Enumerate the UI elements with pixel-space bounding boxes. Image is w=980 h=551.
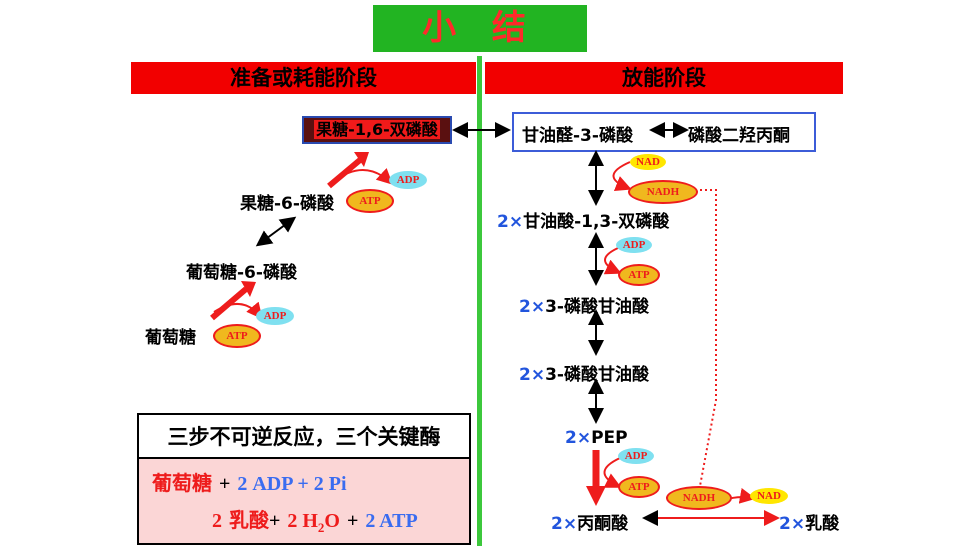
pyruvate-label: 丙酮酸 xyxy=(577,514,629,534)
2pg-prefix: 2× xyxy=(519,365,546,385)
pep-prefix: 2× xyxy=(565,428,592,448)
summary-equation-box xyxy=(137,457,471,545)
3pg-label: 3-磷酸甘油酸 xyxy=(545,297,649,317)
fructose-bisphosphate-label: 果糖-1,6-双磷酸 xyxy=(314,120,440,139)
adp-to-atp-curve-1 xyxy=(603,247,622,275)
glucose-to-g6p-arrow xyxy=(210,281,263,321)
pep-to-pyruvate-arrow xyxy=(586,450,622,506)
nadh-badge-top: NADH xyxy=(628,180,698,204)
eq-water-b: O xyxy=(324,510,340,532)
eq-plus-2: + xyxy=(268,510,281,532)
atp-badge-f6p: ATP xyxy=(346,189,394,213)
lactate-label: 乳酸 xyxy=(805,514,840,534)
bpg-prefix: 2× xyxy=(497,212,524,232)
adp-badge-glucose: ADP xyxy=(256,307,294,325)
2pg-row: 2×3-磷酸甘油酸 xyxy=(519,360,649,385)
atp-badge-glucose: ATP xyxy=(213,324,261,348)
nad-badge-bottom: NAD xyxy=(750,488,788,504)
page-title: 小 结 xyxy=(373,5,587,52)
eq-lactate: 乳酸 xyxy=(228,508,269,532)
adp-badge-f6p: ADP xyxy=(389,171,427,189)
adp-badge-bpg: ADP xyxy=(616,237,652,253)
atp-badge-pep: ATP xyxy=(618,476,660,498)
nad-to-nadh-curve xyxy=(612,161,632,191)
3pg-prefix: 2× xyxy=(519,297,546,317)
f6p-label: 果糖-6-磷酸 xyxy=(240,194,334,214)
pep-label: PEP xyxy=(591,428,628,448)
eq-reactants: 2 ADP + 2 Pi xyxy=(237,473,347,495)
2pg-label: 3-磷酸甘油酸 xyxy=(545,365,649,385)
triose-phosphate-box xyxy=(512,112,816,152)
eq-water: 2 H2O xyxy=(287,510,340,535)
eq-two: 2 xyxy=(212,510,222,532)
g6p-label: 葡萄糖-6-磷酸 xyxy=(186,263,297,283)
dhap-label: 磷酸二羟丙酮 xyxy=(688,126,790,146)
bpg-label: 甘油酸-1,3-双磷酸 xyxy=(523,212,670,232)
pep-row: 2×PEP xyxy=(565,428,628,448)
section-divider xyxy=(477,56,482,546)
glucose-label: 葡萄糖 xyxy=(145,328,196,348)
eq-glucose: 葡萄糖 xyxy=(152,471,212,495)
summary-heading: 三步不可逆反应，三个关键酶 xyxy=(137,413,471,461)
3pg-row: 2×3-磷酸甘油酸 xyxy=(519,292,649,317)
g6p-f6p-double-arrow xyxy=(255,216,297,247)
lactate-row: 2×乳酸 xyxy=(779,509,839,534)
eq-water-a: 2 H xyxy=(287,510,318,532)
eq-plus-1: + xyxy=(218,473,231,495)
nad-badge-top: NAD xyxy=(630,154,666,170)
atp-badge-bpg: ATP xyxy=(618,264,660,286)
pyruvate-row: 2×丙酮酸 xyxy=(551,509,628,534)
nadh-recycle-dotted-line xyxy=(699,189,717,487)
f6p-to-fbp-arrow xyxy=(327,152,393,189)
equation-line-2: 2 乳酸+ 2 H2O + 2 ATP xyxy=(212,504,418,536)
nadh-badge-bottom: NADH xyxy=(666,486,732,510)
section-header-preparatory: 准备或耗能阶段 xyxy=(131,62,476,94)
lactate-prefix: 2× xyxy=(779,514,806,534)
section-header-payoff: 放能阶段 xyxy=(485,62,843,94)
eq-water-sub: 2 xyxy=(317,520,325,535)
equation-line-1: 葡萄糖 + 2 ADP + 2 Pi xyxy=(152,467,347,496)
adp-badge-pep: ADP xyxy=(618,448,654,464)
g3p-label: 甘油醛-3-磷酸 xyxy=(522,126,633,146)
eq-plus-3: + xyxy=(346,510,359,532)
pyruvate-prefix: 2× xyxy=(551,514,578,534)
eq-atp: 2 ATP xyxy=(365,510,418,532)
fructose-bisphosphate-box: 果糖-1,6-双磷酸 xyxy=(302,116,452,144)
bpg-row: 2×甘油酸-1,3-双磷酸 xyxy=(497,207,669,232)
